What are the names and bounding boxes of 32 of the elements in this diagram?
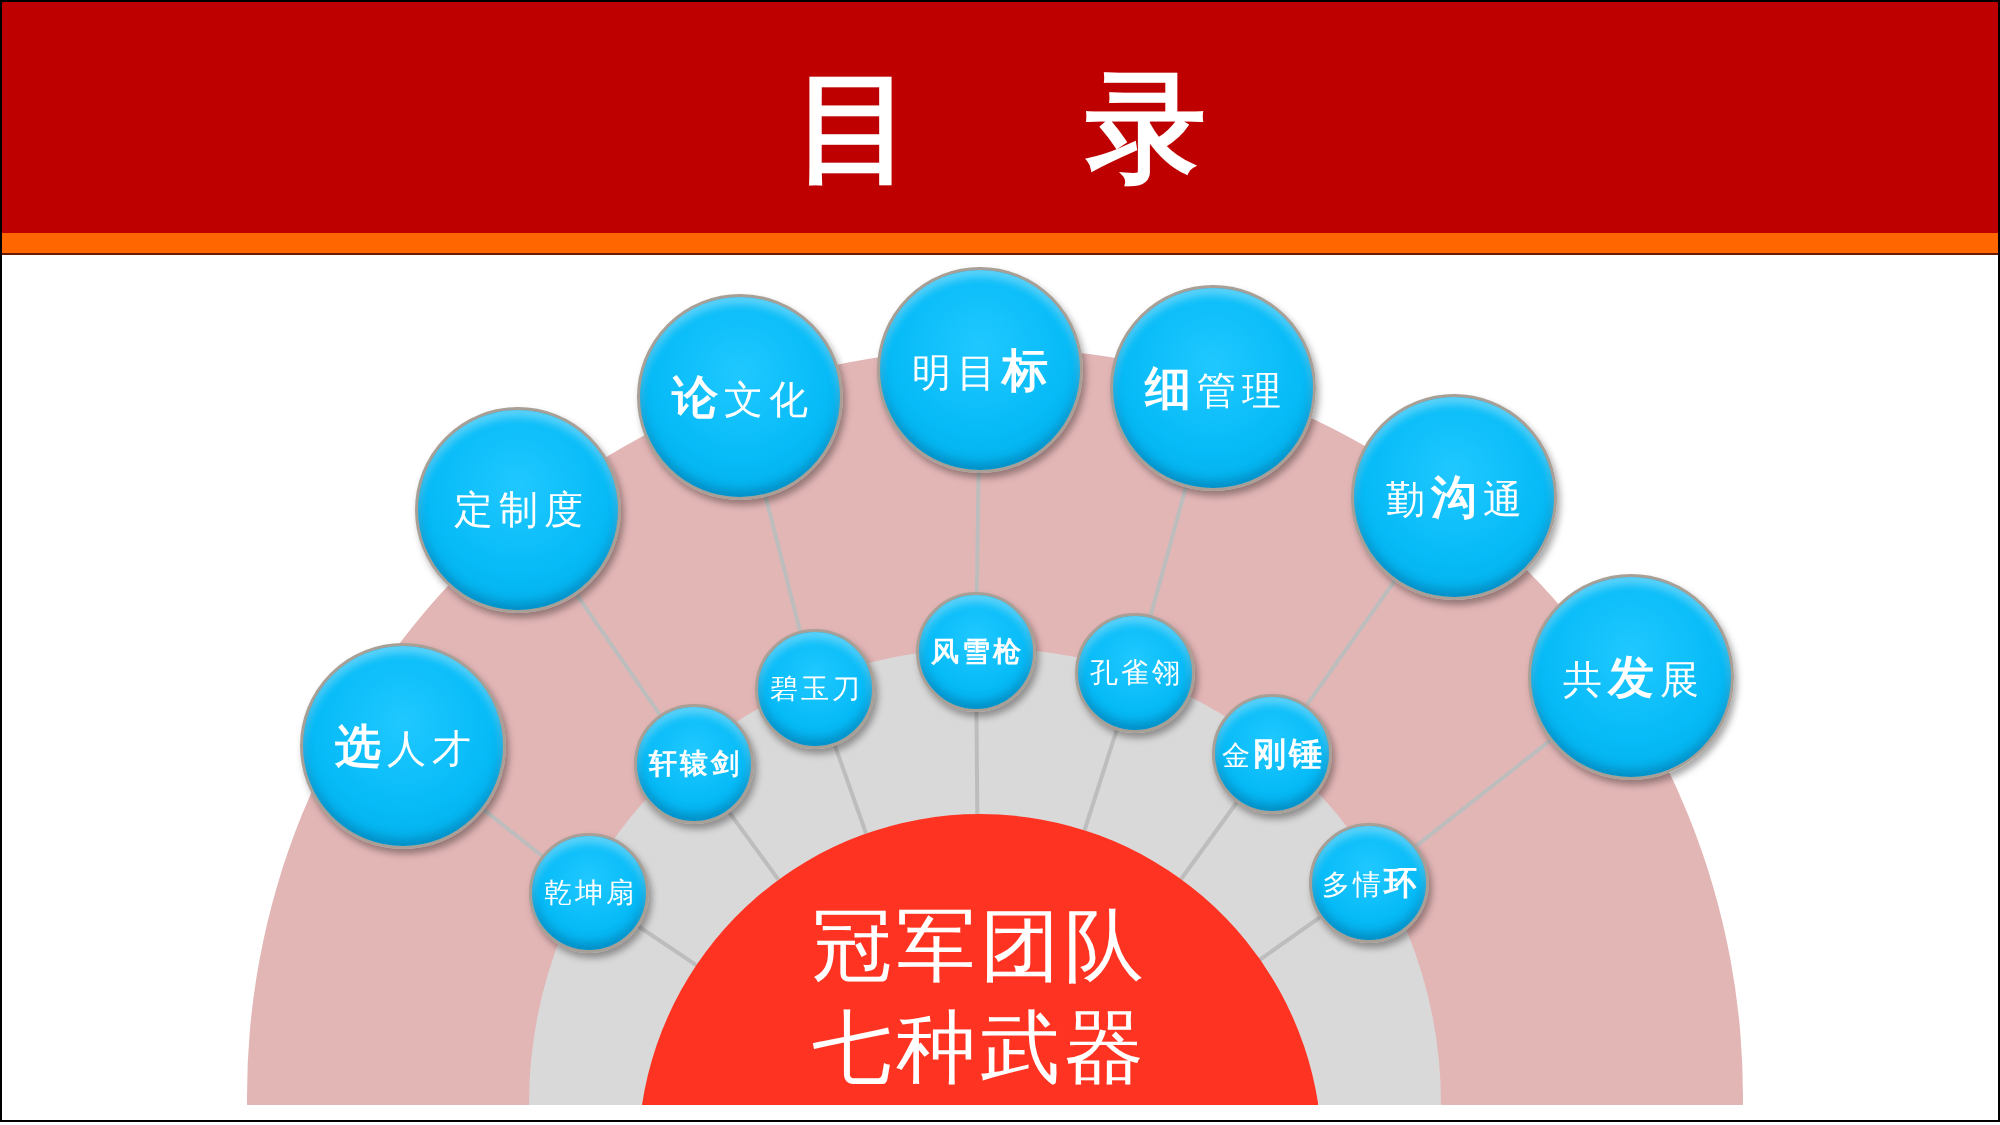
hub-label: 冠军团队 xyxy=(812,902,1148,990)
connector-line xyxy=(482,808,544,858)
circle-label: 细管理 xyxy=(1145,361,1287,415)
circle-label: 风雪枪 xyxy=(931,635,1024,669)
connector-line xyxy=(763,496,802,632)
connector-line xyxy=(1148,486,1188,616)
circle-label: 论文化 xyxy=(672,370,814,424)
circle-label: 勤沟通 xyxy=(1386,470,1528,524)
circle-label: 孔雀翎 xyxy=(1090,656,1183,690)
connector-line xyxy=(575,593,662,716)
circle-label: 乾坤扇 xyxy=(544,876,637,910)
connector-line xyxy=(1414,739,1552,848)
connector-line xyxy=(637,924,698,967)
circle-label: 定制度 xyxy=(453,487,589,533)
connector-line xyxy=(833,744,868,835)
hub-semicircle xyxy=(641,814,1319,1105)
connector-line xyxy=(1082,729,1119,831)
circle-label: 碧玉刀 xyxy=(770,672,863,706)
circle-label: 金刚锤 xyxy=(1222,735,1325,773)
connector-line xyxy=(1305,579,1397,707)
page-title: 目 录 xyxy=(794,62,1206,194)
hub-label: 七种武器 xyxy=(812,1004,1148,1092)
connector-line xyxy=(974,712,980,815)
connector-line xyxy=(974,472,981,593)
connector-line xyxy=(1258,915,1322,962)
circle-label: 多情环 xyxy=(1321,864,1420,902)
connector-line xyxy=(1179,801,1239,881)
circle-label: 明目标 xyxy=(912,343,1054,397)
circle-label: 轩辕剑 xyxy=(649,747,742,781)
connector-line xyxy=(727,811,781,881)
circle-label: 共发展 xyxy=(1563,650,1705,704)
circle-label: 选人才 xyxy=(335,719,477,773)
